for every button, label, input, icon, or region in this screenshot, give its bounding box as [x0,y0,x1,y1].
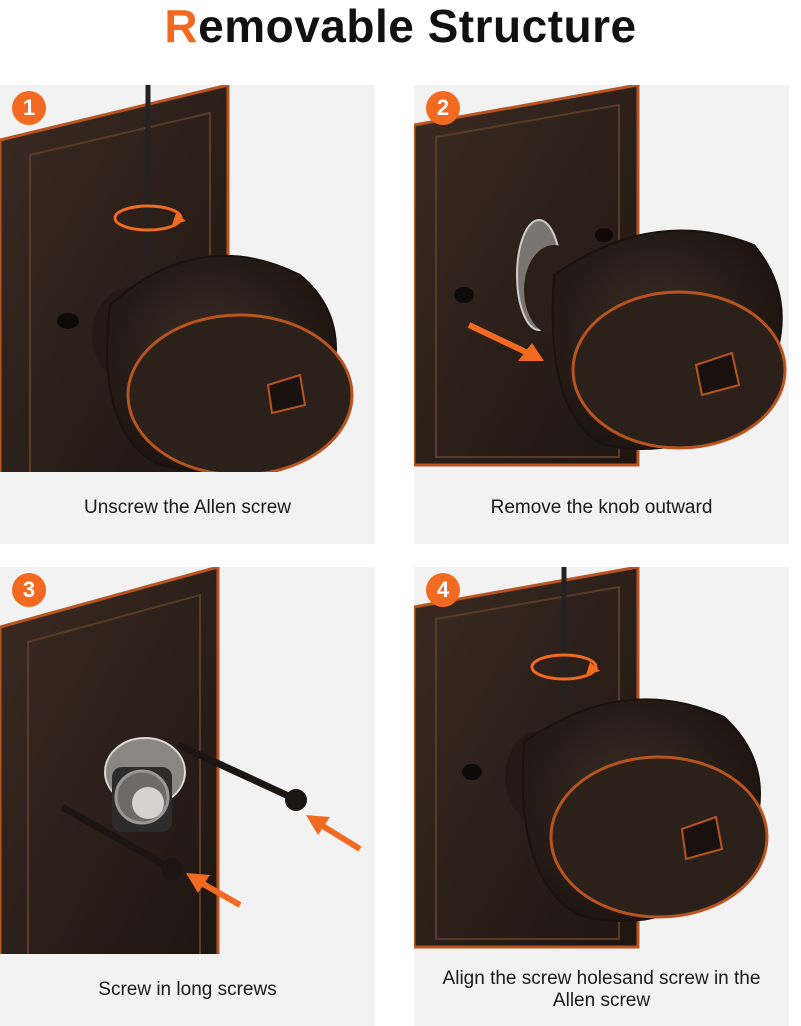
page-title: Removable Structure [0,0,801,60]
title-accent-letter: R [164,0,199,52]
step-panel-3: 3 Screw in long screws [0,567,375,1026]
arrow-icon [316,820,362,852]
long-screw [60,803,174,873]
thumb-turn [694,351,741,397]
rotate-arrow-icon [530,653,598,681]
thumb-turn [680,815,724,861]
step-caption: Remove the knob outward [414,472,789,544]
step-number-badge: 1 [12,91,46,125]
step-3-illustration [0,567,362,967]
step-caption: Screw in long screws [0,954,375,1026]
step-2-illustration [414,85,787,467]
title-text: emovable Structure [198,0,637,52]
step-number-badge: 4 [426,573,460,607]
step-caption: Unscrew the Allen screw [0,472,375,544]
step-4-illustration [414,567,769,949]
arrow-icon [196,878,242,908]
step-number-badge: 2 [426,91,460,125]
step-panel-4: 4 Align the screw holesand screw in the … [414,567,789,1026]
thumb-turn [266,373,307,415]
step-1-illustration [0,85,354,485]
step-number-badge: 3 [12,573,46,607]
step-panel-2: 2 Remove the knob outward [414,85,789,544]
arrow-icon [467,322,534,358]
step-caption: Align the screw holesand screw in the Al… [414,954,789,1026]
long-screw [176,741,297,803]
step-panel-1: 1 Unscrew the Allen screw [0,85,375,544]
